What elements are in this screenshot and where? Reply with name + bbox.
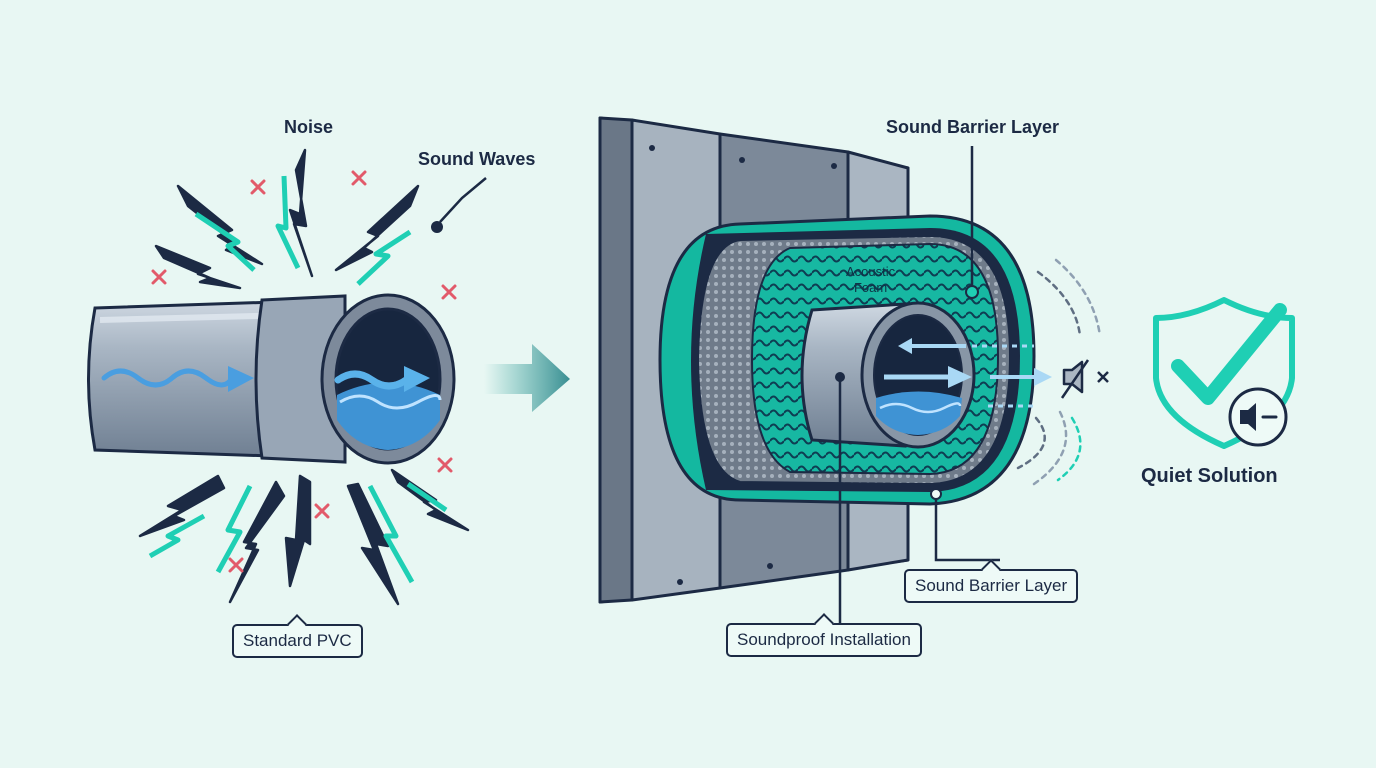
sound-waves-label: Sound Waves	[418, 149, 536, 169]
quiet-solution-label: Quiet Solution	[1141, 465, 1278, 487]
standard-pvc-label: Standard PVC	[232, 624, 363, 658]
acoustic-foam-line1: Acoustic	[846, 264, 896, 279]
noise-lightning-icons	[138, 148, 470, 606]
x-mark-icons	[151, 170, 457, 573]
standard-pvc-pipe	[87, 293, 456, 465]
shield-check-icon	[1153, 297, 1295, 449]
sound-waves-leader	[431, 177, 487, 233]
sound-barrier-label-top: Sound Barrier Layer	[886, 117, 1060, 137]
soundproof-pipe-assembly	[658, 214, 1052, 506]
sound-barrier-label-bottom: Sound Barrier Layer	[904, 569, 1079, 603]
arrow-right-icon	[484, 344, 570, 412]
sound-wave-arcs	[1016, 258, 1102, 486]
soundproof-installation-label: Soundproof Installation	[726, 623, 922, 657]
speaker-icon	[1228, 387, 1288, 447]
acoustic-foam-label: Acoustic Foam	[846, 264, 895, 296]
acoustic-foam-line2: Foam	[853, 280, 888, 295]
muted-speaker-icon	[1060, 359, 1109, 399]
callout-leaders	[838, 146, 1000, 626]
installation-dot	[835, 372, 845, 382]
barrier-dot-top	[965, 285, 979, 299]
noise-label: Noise	[284, 117, 334, 137]
barrier-dot-bottom	[930, 488, 942, 500]
